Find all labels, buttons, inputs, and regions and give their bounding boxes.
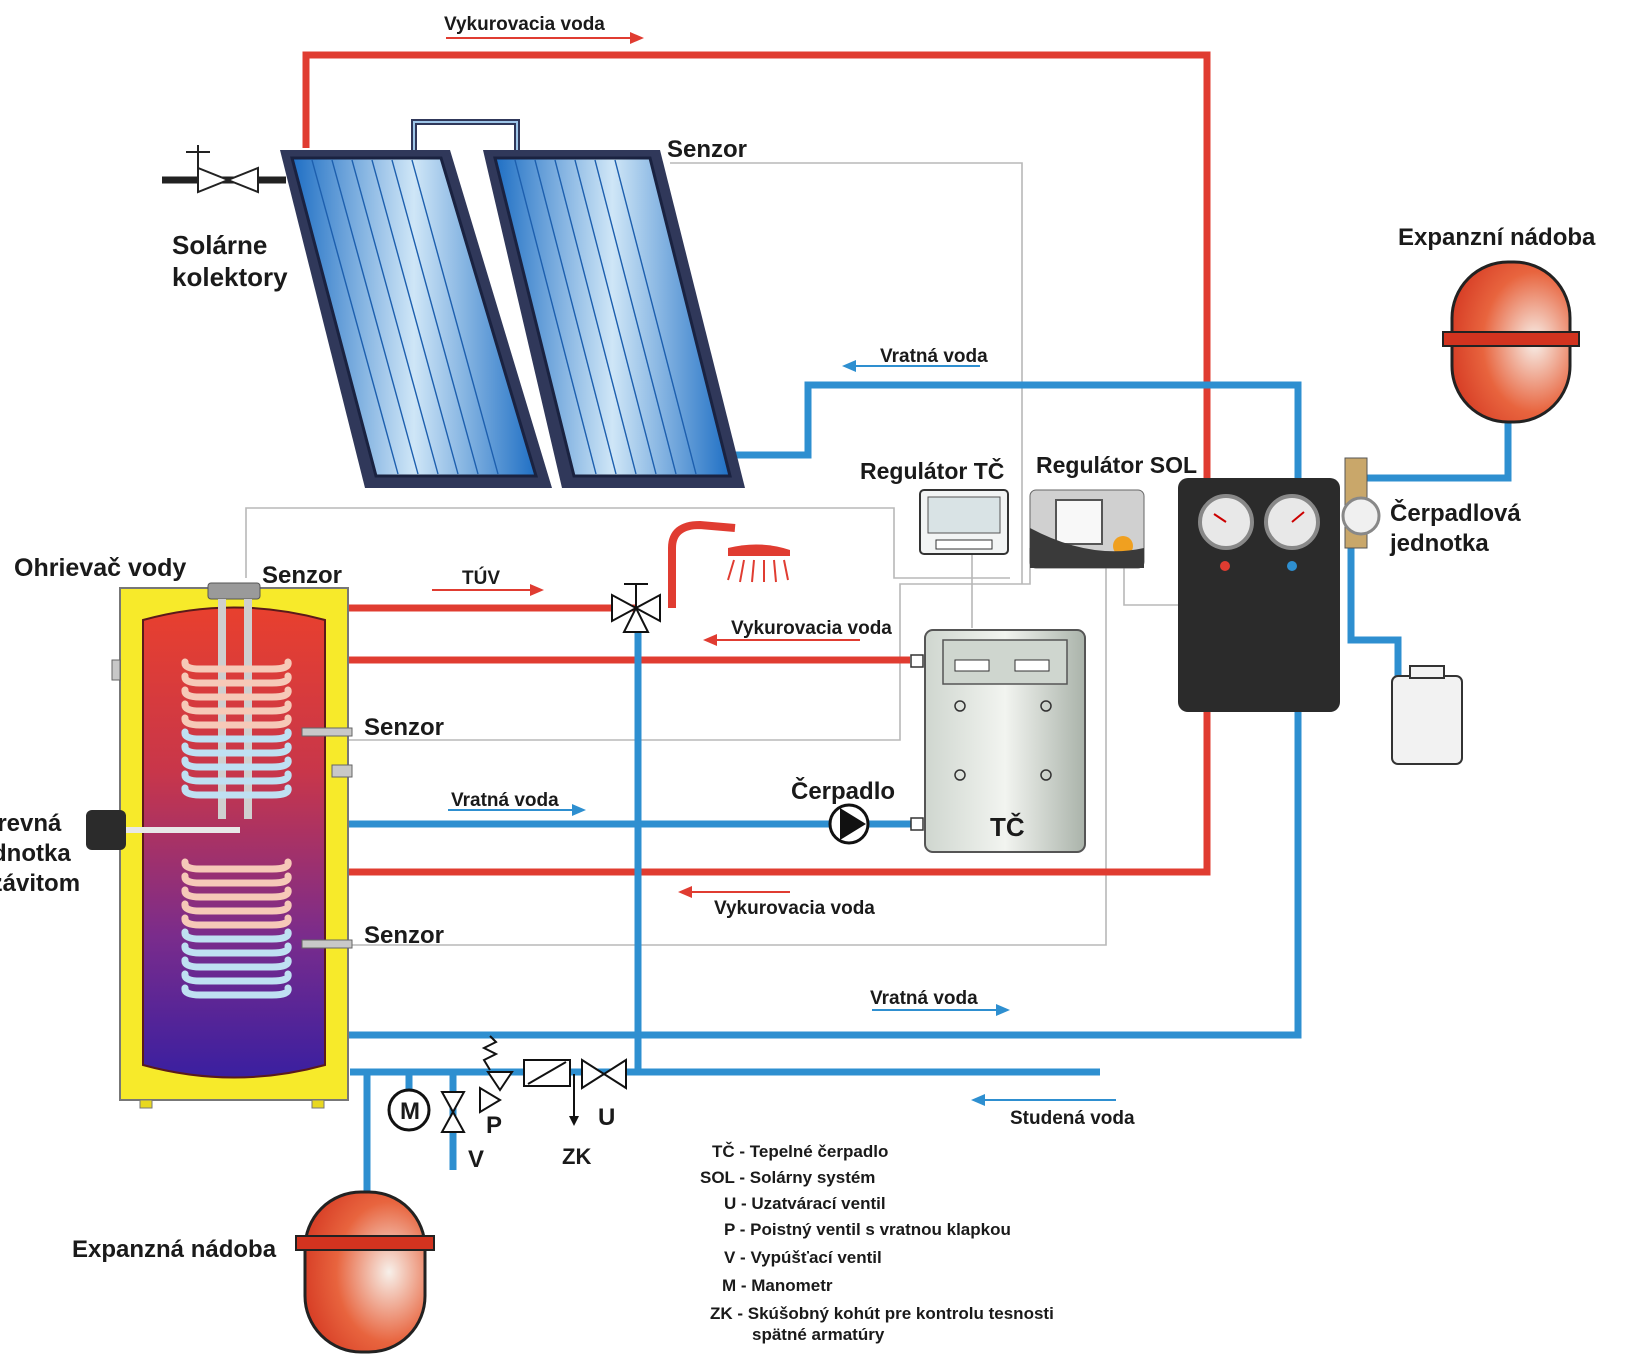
label-solarne: Solárne	[172, 230, 268, 260]
coil-loop	[181, 886, 292, 901]
legend-item: P - Poistný ventil s vratnou klapkou	[724, 1220, 1011, 1239]
label-tuv: TÚV	[462, 568, 500, 589]
label-vratna-mid: Vratná voda	[451, 790, 559, 811]
label-senzor-collector: Senzor	[667, 136, 748, 163]
label-so-zavitom: so závitom	[0, 870, 81, 897]
label-zk: ZK	[562, 1144, 592, 1169]
coil-loop	[181, 984, 292, 999]
label-vykurovacia-mid: Vykurovacia voda	[731, 618, 892, 639]
sensor-wires	[245, 162, 1178, 946]
label-regulator-tc: Regulátor TČ	[860, 458, 1005, 484]
label-p: P	[486, 1112, 503, 1139]
label-senzor-low: Senzor	[364, 922, 445, 949]
coil-loop	[181, 970, 292, 985]
coil-loop	[181, 686, 292, 701]
label-expanzni-nadoba: Expanzní nádoba	[1398, 224, 1596, 251]
shower-head	[727, 544, 790, 583]
coil-loop	[181, 858, 292, 873]
label-u: U	[598, 1104, 616, 1131]
coil-loop	[181, 914, 292, 929]
coil-loop	[181, 872, 292, 887]
coil-loop	[181, 700, 292, 715]
coil-loop	[181, 770, 292, 785]
coil-loop	[181, 784, 292, 799]
water-heater	[86, 582, 353, 1109]
legend-item: M - Manometr	[722, 1276, 833, 1295]
label-regulator-sol: Regulátor SOL	[1036, 452, 1198, 478]
label-v: V	[468, 1146, 485, 1173]
label-tc: TČ	[990, 812, 1025, 842]
legend-item: TČ - Tepelné čerpadlo	[712, 1142, 889, 1161]
regulators	[919, 489, 1145, 569]
circulation-pump	[828, 803, 870, 845]
coil-loop	[181, 672, 292, 687]
legend-item: U - Uzatvárací ventil	[724, 1194, 886, 1213]
cold-pipes	[345, 345, 1512, 1222]
legend-item: SOL - Solárny systém	[700, 1168, 876, 1187]
pump-unit	[1178, 457, 1463, 765]
legend-item: ZK - Skúšobný kohút pre kontrolu tesnost…	[710, 1304, 1054, 1323]
coil-loop	[181, 756, 292, 771]
coil-loop	[181, 928, 292, 943]
label-kolektory: kolektory	[172, 262, 288, 292]
expansion-vessel-top	[1442, 260, 1580, 424]
legend-item: spätné armatúry	[752, 1325, 885, 1344]
arrow-heads	[530, 32, 1010, 1106]
expansion-vessel-bottom	[295, 1190, 435, 1354]
label-senzor-top: Senzor	[262, 562, 343, 589]
label-jednotka-left: jednotka	[0, 840, 71, 867]
solar-collectors	[162, 119, 745, 488]
flow-arrows	[432, 37, 1116, 1101]
legend-item: V - Vypúšťací ventil	[724, 1248, 882, 1267]
coil-loop	[181, 942, 292, 957]
label-cerpadlo: Čerpadlo	[791, 778, 896, 805]
label-jednotka: jednotka	[1390, 530, 1489, 557]
label-ohrievac-vody: Ohrievač vody	[14, 554, 187, 582]
label-vratna-top: Vratná voda	[880, 346, 988, 367]
mixing-valve	[611, 583, 661, 633]
coil-loop	[181, 728, 292, 743]
coil-loop	[181, 900, 292, 915]
coil-loop	[181, 956, 292, 971]
label-ohrevna: Ohrevná	[0, 810, 62, 837]
heat-pump	[910, 629, 1086, 853]
coil-loop	[181, 742, 292, 757]
coil-loop	[181, 658, 292, 673]
label-m: M	[400, 1098, 420, 1125]
label-vratna-low: Vratná voda	[870, 988, 978, 1009]
coil-loop	[181, 714, 292, 729]
label-expanzna-nadoba: Expanzná nádoba	[72, 1236, 277, 1263]
label-vykurovacia-low: Vykurovacia voda	[714, 898, 875, 919]
bottom-fittings	[387, 1035, 627, 1133]
label-vykurovacia-top: Vykurovacia voda	[444, 14, 605, 35]
label-senzor-mid: Senzor	[364, 714, 445, 741]
label-cerpadlova: Čerpadlová	[1390, 500, 1521, 527]
label-studena-voda: Studená voda	[1010, 1108, 1135, 1129]
